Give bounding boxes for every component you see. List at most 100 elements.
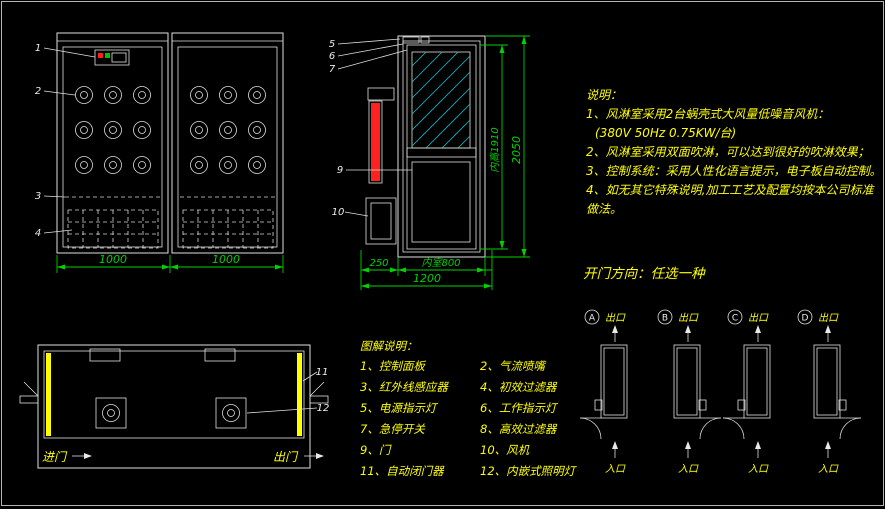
- callout-6: 6: [329, 51, 335, 62]
- up-arrow-icon: [612, 441, 618, 458]
- entry-arrow-icon: [72, 453, 92, 459]
- callout-2: 2: [35, 86, 41, 97]
- open-door-right: [309, 381, 329, 404]
- fan-top-right: [204, 348, 236, 362]
- entry-door-label: 进门: [42, 450, 68, 464]
- legend-block: 图解说明： 1、控制面板 2、气流喷嘴 3、红外线感应器 4、初效过滤器 5、电…: [360, 336, 576, 481]
- door-swing-arc: [699, 417, 722, 440]
- door-glass: [411, 51, 471, 149]
- side-callouts: 5 6 7 9 10: [329, 38, 412, 218]
- legend-item: 8、高效过滤器: [480, 422, 557, 436]
- legend-item: 7、急停开关: [360, 422, 425, 436]
- dim-inner-height: 内高1910: [489, 127, 501, 172]
- top-view: 11 12 进门 出门: [19, 344, 330, 469]
- dim-total-width: 1200: [413, 272, 441, 285]
- plan-nozzle-right: [215, 397, 247, 429]
- outer-height-dimension: 2050: [485, 35, 530, 258]
- exit-label: 出口: [818, 312, 839, 324]
- front-width-dimension: 1000 1000: [56, 253, 284, 273]
- up-arrow-icon: [825, 441, 831, 458]
- door-closer: [402, 36, 420, 44]
- entry-label: 入口: [605, 463, 626, 475]
- up-arrow-icon: [612, 325, 618, 342]
- up-arrow-icon: [685, 441, 691, 458]
- door-swing-arc: [579, 417, 602, 440]
- fan-top-left: [89, 348, 121, 362]
- entry-label: 入口: [748, 463, 769, 475]
- option-label-c: C: [732, 314, 738, 324]
- notes-line: 1、风淋室采用2台蜗壳式大风量低噪音风机：: [586, 107, 830, 121]
- emergency-stop-column: [368, 100, 383, 184]
- legend-item: 3、红外线感应器: [360, 380, 448, 394]
- entry-label: 入口: [678, 463, 699, 475]
- dim-front-left: 1000: [99, 253, 127, 266]
- legend-item: 6、工作指示灯: [480, 401, 557, 415]
- exit-label: 出口: [748, 312, 769, 324]
- indicator-box: [367, 87, 395, 101]
- side-view: 5 6 7 9 10 内高1910 2050: [329, 35, 530, 290]
- notes-line: 4、如无其它特殊说明,加工工艺及配置均按本公司标准做法。: [586, 183, 874, 216]
- fan-box: [365, 197, 397, 245]
- callout-10: 10: [332, 207, 345, 218]
- legend-item: 12、内嵌式照明灯: [480, 464, 576, 478]
- up-arrow-icon: [825, 325, 831, 342]
- door-strip-left: [46, 353, 51, 436]
- callout-5: 5: [329, 39, 335, 50]
- door-swing-arc: [722, 417, 745, 440]
- option-label-d: D: [802, 314, 809, 324]
- exit-arrow-icon: [304, 453, 324, 459]
- door-swing-arc: [839, 417, 862, 440]
- front-view: 1000 1000 1 2 3 4: [35, 32, 284, 273]
- option-label-b: B: [662, 314, 668, 324]
- legend-item: 5、电源指示灯: [360, 401, 437, 415]
- option-label-a: A: [589, 314, 596, 324]
- callout-1: 1: [35, 43, 41, 54]
- door-direction-note: 开门方向：任选一种: [583, 266, 705, 282]
- door-option-d: D 出口 入口: [797, 309, 862, 475]
- dim-outer-height: 2050: [510, 136, 523, 164]
- dim-front-right: 1000: [212, 253, 240, 266]
- up-arrow-icon: [685, 325, 691, 342]
- up-arrow-icon: [755, 325, 761, 342]
- notes-block: 说明： 1、风淋室采用2台蜗壳式大风量低噪音风机： (380V 50Hz 0.7…: [586, 86, 882, 219]
- dim-250: 250: [369, 258, 388, 269]
- legend-item: 9、门: [360, 443, 391, 457]
- notes-line: 2、风淋室采用双面吹淋，可以达到很好的吹淋效果；: [586, 145, 870, 159]
- filter-grille-left: [67, 209, 159, 249]
- exit-door-label: 出门: [273, 450, 299, 464]
- notes-line: (380V 50Hz 0.75KW/台): [595, 126, 737, 140]
- plan-nozzle-left: [95, 397, 127, 429]
- open-door-left: [19, 381, 39, 404]
- dim-inner-width: 内室800: [421, 257, 460, 269]
- callout-12: 12: [317, 403, 330, 414]
- air-nozzles-right: [190, 86, 266, 174]
- legend-item: 1、控制面板: [360, 359, 425, 373]
- air-nozzles-left: [75, 86, 151, 174]
- exit-label: 出口: [678, 312, 699, 324]
- legend-heading: 图解说明：: [360, 339, 418, 353]
- door: [397, 35, 486, 258]
- callout-11: 11: [316, 367, 329, 378]
- callout-4: 4: [35, 228, 41, 239]
- callout-7: 7: [329, 64, 336, 75]
- legend-item: 2、气流喷嘴: [480, 359, 545, 373]
- up-arrow-icon: [755, 441, 761, 458]
- notes-heading: 说明：: [586, 88, 623, 102]
- inner-height-dimension: 内高1910: [480, 44, 508, 250]
- entry-label: 入口: [818, 463, 839, 475]
- legend-item: 10、风机: [480, 443, 530, 457]
- door-option-a: A 出口 入口: [579, 309, 628, 475]
- control-panel: [94, 49, 130, 66]
- callout-9: 9: [337, 165, 343, 176]
- exit-label: 出口: [605, 312, 626, 324]
- door-option-c: C 出口 入口: [722, 309, 771, 475]
- door-option-b: B 出口 入口: [657, 309, 722, 475]
- side-width-dimensions: 250 内室800 1200: [360, 250, 493, 290]
- legend-item: 11、自动闭门器: [360, 464, 444, 478]
- legend-item: 4、初效过滤器: [480, 380, 557, 394]
- callout-3: 3: [35, 191, 41, 202]
- filter-grille-right: [182, 209, 274, 249]
